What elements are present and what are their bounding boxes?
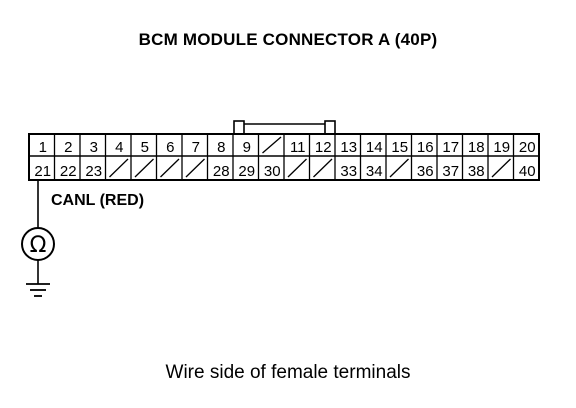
pin-34: 34 <box>359 156 383 180</box>
pin-empty <box>257 134 282 156</box>
unused-cavity-slash <box>287 158 307 178</box>
pin-number: 34 <box>366 163 383 180</box>
unused-cavity-slash <box>134 158 154 178</box>
unused-cavity-slash <box>491 158 511 178</box>
pin-33: 33 <box>334 156 357 180</box>
pin-number: 18 <box>468 139 485 156</box>
pin-5: 5 <box>130 134 149 156</box>
pin-7: 7 <box>181 134 200 156</box>
pin-number: 38 <box>468 163 485 180</box>
pin-17: 17 <box>436 134 459 156</box>
pin-empty <box>283 156 307 180</box>
unused-cavity-slash <box>262 136 282 154</box>
pin-37: 37 <box>436 156 459 180</box>
pin-40: 40 <box>512 156 536 180</box>
pin-empty <box>104 156 129 180</box>
pin-18: 18 <box>461 134 485 156</box>
pin-6: 6 <box>155 134 174 156</box>
pin-15: 15 <box>385 134 408 156</box>
pin-number: 13 <box>340 139 357 156</box>
unused-cavity-slash <box>313 158 333 178</box>
diagram-title: BCM MODULE CONNECTOR A (40P) <box>138 30 438 49</box>
pin-number: 5 <box>141 139 149 156</box>
pin-38: 38 <box>461 156 485 180</box>
pin-number: 7 <box>192 139 200 156</box>
pin-number: 12 <box>315 139 332 156</box>
pin-28: 28 <box>206 156 230 180</box>
pin-empty <box>155 156 180 180</box>
pin-number: 29 <box>238 163 255 180</box>
wire-label: CANL (RED) <box>51 192 145 209</box>
pin-11: 11 <box>283 134 306 156</box>
pin-30: 30 <box>257 156 281 180</box>
pin-number: 22 <box>60 163 77 180</box>
ohmmeter-icon: Ω <box>21 227 55 261</box>
unused-cavity-slash <box>109 158 129 178</box>
pin-29: 29 <box>232 156 255 180</box>
pin-number: 4 <box>115 139 123 156</box>
pin-empty <box>487 156 511 180</box>
unused-cavity-slash <box>185 158 205 178</box>
pin-1: 1 <box>39 139 47 156</box>
pin-4: 4 <box>104 134 123 156</box>
pin-20: 20 <box>512 134 536 156</box>
pin-empty <box>308 156 333 180</box>
pin-number: 21 <box>34 163 51 180</box>
ground-icon <box>26 283 50 297</box>
diagram-caption: Wire side of female terminals <box>165 362 411 383</box>
pin-number: 14 <box>366 139 383 156</box>
pin-9: 9 <box>232 134 251 156</box>
pin-8: 8 <box>206 134 225 156</box>
pin-number: 3 <box>90 139 98 156</box>
pin-21: 21 <box>34 163 51 180</box>
pin-14: 14 <box>359 134 383 156</box>
pin-number: 1 <box>39 139 47 156</box>
pin-36: 36 <box>410 156 434 180</box>
unused-cavity-slash <box>389 158 409 178</box>
pin-23: 23 <box>79 156 102 180</box>
pin-number: 40 <box>519 163 536 180</box>
pin-19: 19 <box>487 134 510 156</box>
pin-empty <box>181 156 205 180</box>
unused-cavity-slash <box>160 158 180 178</box>
pin-empty <box>130 156 154 180</box>
connector-bottom-row: 21 22 23 28 29 30 33 34 36 37 38 40 <box>34 156 536 180</box>
pin-16: 16 <box>410 134 434 156</box>
connector-lock-tab <box>233 120 336 135</box>
pin-12: 12 <box>308 134 332 156</box>
pin-number: 30 <box>264 163 281 180</box>
pin-number: 28 <box>213 163 230 180</box>
pin-number: 36 <box>417 163 434 180</box>
pin-number: 20 <box>519 139 536 156</box>
pin-number: 11 <box>290 139 306 156</box>
ohm-symbol: Ω <box>30 233 47 258</box>
pin-22: 22 <box>53 156 77 180</box>
pin-2: 2 <box>53 134 72 156</box>
pin-number: 2 <box>64 139 72 156</box>
pin-number: 15 <box>391 139 408 156</box>
pin-number: 17 <box>442 139 459 156</box>
pin-number: 8 <box>217 139 225 156</box>
pin-number: 23 <box>85 163 102 180</box>
pin-number: 6 <box>166 139 174 156</box>
pin-number: 33 <box>340 163 357 180</box>
pin-number: 37 <box>442 163 459 180</box>
pin-number: 19 <box>493 139 510 156</box>
pin-13: 13 <box>334 134 357 156</box>
pin-number: 16 <box>417 139 434 156</box>
pin-empty <box>385 156 409 180</box>
pin-3: 3 <box>79 134 98 156</box>
pin-number: 9 <box>243 139 251 156</box>
